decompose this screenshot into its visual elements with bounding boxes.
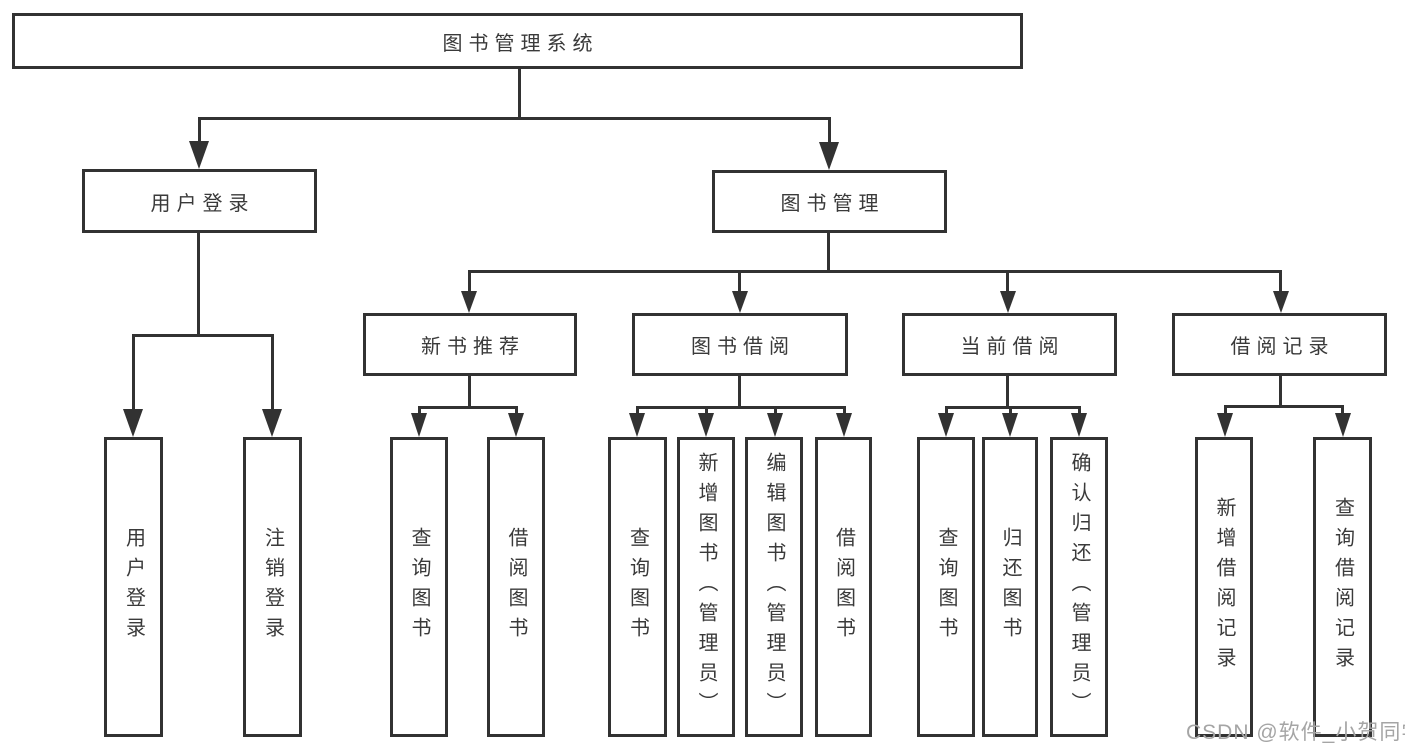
node-user-login: 用户登录 — [82, 169, 317, 233]
connector-line — [198, 117, 831, 120]
leaf-br-query-record: 查询借阅记录 — [1313, 437, 1372, 737]
arrow-down-icon — [629, 413, 645, 437]
connector-line — [1006, 376, 1009, 408]
connector-line — [1006, 272, 1009, 293]
connector-line — [828, 119, 831, 145]
connector-line — [198, 119, 201, 145]
arrow-down-icon — [767, 413, 783, 437]
leaf-br-query-record-label: 查询借阅记录 — [1331, 497, 1354, 677]
connector-line — [1078, 408, 1081, 415]
node-current-borrowing: 当前借阅 — [902, 313, 1117, 376]
node-current-borrowing-label: 当前借阅 — [960, 336, 1065, 358]
arrow-down-icon — [1273, 291, 1289, 313]
leaf-bb-query-books-label: 查询图书 — [626, 527, 649, 647]
leaf-nb-query-books-label: 查询图书 — [408, 527, 430, 647]
connector-line — [518, 69, 521, 119]
connector-line — [418, 406, 518, 409]
node-root: 图书管理系统 — [12, 13, 1023, 69]
leaf-bb-edit-books-label: 编辑图书（管理员） — [763, 452, 785, 722]
node-book-borrowing-label: 图书借阅 — [691, 336, 795, 358]
leaf-cb-query-books-label: 查询图书 — [935, 527, 957, 647]
connector-line — [271, 336, 274, 411]
connector-line — [827, 233, 830, 272]
node-borrowing-records: 借阅记录 — [1172, 313, 1387, 376]
arrow-down-icon — [1217, 413, 1233, 437]
arrow-down-icon — [189, 141, 209, 169]
connector-line — [468, 272, 471, 293]
arrow-down-icon — [938, 413, 954, 437]
leaf-cb-query-books: 查询图书 — [917, 437, 975, 737]
leaf-bb-query-books: 查询图书 — [608, 437, 667, 737]
leaf-bb-edit-books: 编辑图书（管理员） — [745, 437, 803, 737]
connector-line — [945, 406, 1081, 409]
arrow-down-icon — [123, 409, 143, 437]
leaf-br-add-record-label: 新增借阅记录 — [1213, 497, 1235, 677]
node-book-management: 图书管理 — [712, 170, 947, 233]
leaf-nb-borrow-books: 借阅图书 — [487, 437, 545, 737]
csdn-watermark: CSDN @软件_小贺同学 — [1186, 721, 1405, 744]
leaf-bb-add-books: 新增图书（管理员） — [677, 437, 735, 737]
arrow-down-icon — [836, 413, 852, 437]
connector-line — [418, 408, 421, 415]
connector-line — [132, 334, 274, 337]
arrow-down-icon — [1071, 413, 1087, 437]
connector-line — [1224, 405, 1344, 408]
connector-line — [843, 408, 846, 415]
connector-line — [132, 336, 135, 411]
leaf-cb-return-books: 归还图书 — [982, 437, 1038, 737]
arrow-down-icon — [819, 142, 839, 170]
leaf-cb-confirm-return: 确认归还（管理员） — [1050, 437, 1108, 737]
connector-line — [738, 272, 741, 293]
leaf-user-login-label: 用户登录 — [122, 527, 145, 647]
node-borrowing-records-label: 借阅记录 — [1230, 336, 1335, 358]
connector-line — [738, 376, 741, 408]
arrow-down-icon — [1335, 413, 1351, 437]
node-book-management-label: 图书管理 — [780, 193, 885, 215]
leaf-cb-return-books-label: 归还图书 — [999, 527, 1021, 647]
connector-line — [636, 406, 846, 409]
connector-line — [197, 233, 200, 336]
arrow-down-icon — [732, 291, 748, 313]
connector-line — [468, 270, 1282, 273]
arrow-down-icon — [698, 413, 714, 437]
connector-line — [1009, 408, 1012, 415]
connector-line — [636, 408, 639, 415]
connector-line — [1279, 376, 1282, 407]
leaf-cb-confirm-return-label: 确认归还（管理员） — [1068, 452, 1090, 722]
leaf-logout: 注销登录 — [243, 437, 302, 737]
leaf-bb-add-books-label: 新增图书（管理员） — [695, 452, 717, 722]
node-new-book-recommend: 新书推荐 — [363, 313, 577, 376]
leaf-user-login: 用户登录 — [104, 437, 163, 737]
node-book-borrowing: 图书借阅 — [632, 313, 848, 376]
arrow-down-icon — [508, 413, 524, 437]
leaf-br-add-record: 新增借阅记录 — [1195, 437, 1253, 737]
leaf-logout-label: 注销登录 — [261, 527, 284, 647]
node-new-book-recommend-label: 新书推荐 — [421, 336, 525, 358]
connector-line — [1279, 272, 1282, 293]
connector-line — [774, 408, 777, 415]
connector-line — [1224, 407, 1227, 414]
arrow-down-icon — [411, 413, 427, 437]
connector-line — [705, 408, 708, 415]
leaf-nb-query-books: 查询图书 — [390, 437, 448, 737]
leaf-nb-borrow-books-label: 借阅图书 — [505, 527, 527, 647]
arrow-down-icon — [262, 409, 282, 437]
connector-line — [468, 376, 471, 408]
arrow-down-icon — [1000, 291, 1016, 313]
node-root-label: 图书管理系统 — [442, 32, 599, 55]
connector-line — [1341, 407, 1344, 414]
arrow-down-icon — [461, 291, 477, 313]
arrow-down-icon — [1002, 413, 1018, 437]
connector-line — [515, 408, 518, 415]
connector-line — [945, 408, 948, 415]
leaf-bb-borrow-books-label: 借阅图书 — [832, 527, 855, 647]
node-user-login-label: 用户登录 — [150, 192, 255, 215]
leaf-bb-borrow-books: 借阅图书 — [815, 437, 872, 737]
